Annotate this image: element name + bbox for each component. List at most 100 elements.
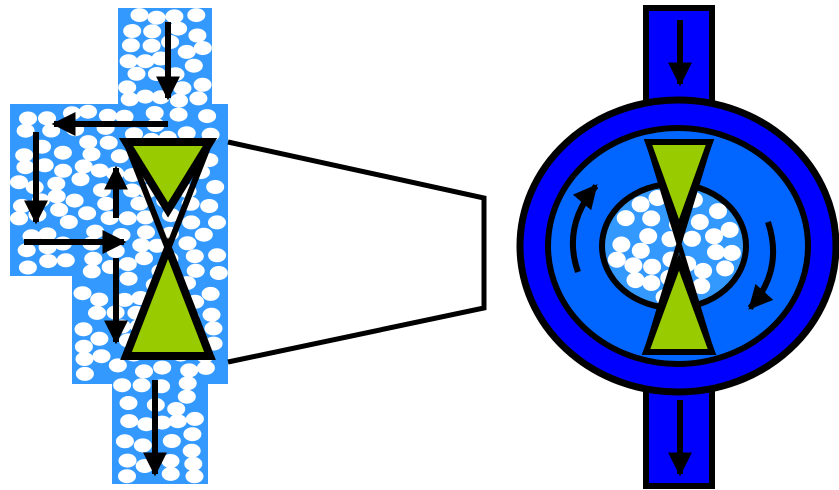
particle bbox=[78, 206, 96, 220]
particle bbox=[118, 469, 136, 483]
particle bbox=[118, 80, 136, 94]
particle bbox=[83, 264, 101, 278]
particle bbox=[113, 378, 131, 392]
particle bbox=[197, 361, 215, 375]
particle bbox=[120, 54, 138, 68]
particle bbox=[186, 412, 204, 426]
particle bbox=[170, 108, 188, 122]
particle bbox=[182, 215, 200, 229]
particle bbox=[75, 340, 93, 354]
particle bbox=[121, 92, 139, 106]
particle bbox=[205, 321, 223, 335]
particle bbox=[123, 184, 141, 198]
particle bbox=[18, 243, 36, 257]
particle bbox=[66, 194, 84, 208]
particle bbox=[169, 414, 187, 428]
particle bbox=[99, 109, 117, 123]
particle bbox=[183, 444, 201, 458]
particle bbox=[612, 237, 630, 253]
particle bbox=[10, 175, 28, 189]
particle bbox=[179, 236, 197, 250]
particle bbox=[76, 352, 94, 366]
particle bbox=[179, 376, 197, 390]
particle bbox=[195, 228, 213, 242]
particle bbox=[136, 54, 154, 68]
particle bbox=[116, 434, 134, 448]
particle bbox=[75, 322, 93, 336]
particle bbox=[72, 172, 90, 186]
particle bbox=[54, 164, 72, 178]
particle bbox=[153, 361, 171, 375]
particle bbox=[173, 81, 191, 95]
particle bbox=[208, 248, 226, 262]
particle bbox=[210, 266, 228, 280]
particle bbox=[187, 8, 205, 22]
particle bbox=[691, 214, 709, 230]
particle bbox=[57, 253, 75, 267]
particle bbox=[146, 106, 164, 120]
particle bbox=[194, 41, 212, 55]
particle bbox=[133, 378, 151, 392]
particle bbox=[143, 24, 161, 38]
channel-detail bbox=[10, 8, 228, 484]
particle bbox=[178, 390, 196, 404]
particle bbox=[608, 252, 626, 268]
particle bbox=[135, 251, 153, 265]
particle bbox=[170, 94, 188, 108]
particle bbox=[60, 215, 78, 229]
pump-section bbox=[520, 8, 836, 486]
particle bbox=[624, 257, 642, 273]
particle bbox=[203, 308, 221, 322]
particle bbox=[134, 438, 152, 452]
particle bbox=[120, 414, 138, 428]
particle bbox=[642, 275, 660, 291]
particle bbox=[183, 427, 201, 441]
particle bbox=[19, 112, 37, 126]
particle bbox=[721, 222, 739, 238]
particle bbox=[93, 349, 111, 363]
particle bbox=[93, 183, 111, 197]
particle bbox=[75, 159, 93, 173]
particle bbox=[627, 272, 645, 288]
particle bbox=[38, 111, 56, 125]
particle bbox=[79, 135, 97, 149]
particle bbox=[15, 148, 33, 162]
particle bbox=[194, 78, 212, 92]
particle bbox=[132, 238, 150, 252]
particle bbox=[188, 29, 206, 43]
particle bbox=[184, 457, 202, 471]
particle bbox=[202, 287, 220, 301]
particle bbox=[39, 254, 57, 268]
particle bbox=[135, 364, 153, 378]
particle bbox=[162, 454, 180, 468]
particle bbox=[131, 8, 149, 22]
zoom-connector bbox=[228, 142, 484, 362]
particle bbox=[632, 196, 650, 212]
particle bbox=[632, 243, 650, 259]
particle bbox=[17, 124, 35, 138]
particle bbox=[180, 363, 198, 377]
particle bbox=[683, 231, 701, 247]
particle bbox=[643, 259, 661, 275]
particle bbox=[186, 249, 204, 263]
particle bbox=[167, 402, 185, 416]
particle bbox=[165, 9, 183, 23]
particle bbox=[16, 160, 34, 174]
particle bbox=[208, 215, 226, 229]
particle bbox=[723, 245, 741, 261]
particle bbox=[79, 105, 97, 119]
particle bbox=[111, 149, 129, 163]
particle bbox=[90, 332, 108, 346]
particle bbox=[120, 396, 138, 410]
particle bbox=[162, 467, 180, 481]
particle bbox=[83, 147, 101, 161]
particle bbox=[143, 39, 161, 53]
particle bbox=[186, 469, 204, 483]
particle bbox=[206, 180, 224, 194]
particle bbox=[120, 272, 138, 286]
particle bbox=[178, 45, 196, 59]
particle bbox=[639, 228, 657, 244]
particle bbox=[716, 260, 734, 276]
particle bbox=[119, 211, 137, 225]
particle bbox=[198, 109, 216, 123]
